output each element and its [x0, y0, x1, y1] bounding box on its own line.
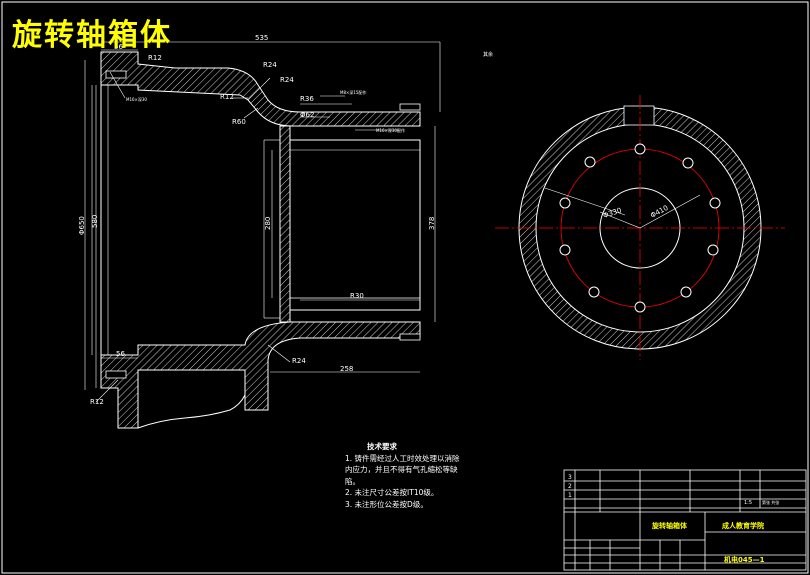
- keyway-notch: [623, 105, 655, 126]
- section-lower-hatch: [100, 321, 421, 429]
- dim-phi62: Φ62: [300, 111, 314, 119]
- dim-280: 280: [264, 217, 272, 230]
- bore-outline: [290, 139, 421, 311]
- bolt-holes: [559, 143, 721, 313]
- section-view: 56 R12 535 R24 R24 R12 R36 R60 Φ62 M8×深1…: [78, 34, 493, 429]
- tech-req-line: 1. 铸件需经过人工时效处理以消除: [345, 453, 460, 463]
- end-view: Φ330 Φ410: [495, 95, 785, 360]
- technical-requirements: 技术要求 1. 铸件需经过人工时效处理以消除 内应力，并且不得有气孔缩松等缺 陷…: [345, 441, 460, 510]
- page-title: 旋转轴箱体: [12, 18, 172, 53]
- dim-580: 580: [91, 215, 99, 228]
- dim-r12-bot: R12: [90, 398, 104, 406]
- title-block-school: 成人教育学院: [722, 521, 764, 530]
- rev-row-1: 1: [568, 492, 572, 499]
- title-block-sheet: 第张 共张: [762, 499, 779, 505]
- dim-r12-mid: R12: [220, 93, 234, 101]
- dim-258: 258: [340, 365, 353, 373]
- right-upper-hole: [399, 103, 421, 111]
- section-upper-hatch: [100, 51, 421, 127]
- upper-flange-hole: [105, 70, 127, 79]
- dim-r24-bot: R24: [292, 357, 306, 365]
- thread-note-2: M16×深30: [126, 96, 147, 102]
- dim-r36: R36: [300, 95, 314, 103]
- dim-650: Φ650: [78, 216, 86, 235]
- tech-req-line: 2. 未注尺寸公差按IT10级。: [345, 488, 439, 497]
- tech-req-line: 内应力，并且不得有气孔缩松等缺: [345, 465, 458, 474]
- rev-row-2: 2: [568, 483, 572, 490]
- dim-535: 535: [255, 34, 268, 42]
- tech-req-line: 陷。: [345, 476, 360, 486]
- dim-r60: R60: [232, 118, 246, 126]
- title-block-drawing-no: 机电045—1: [724, 555, 765, 564]
- dim-r24-b: R24: [280, 76, 294, 84]
- lower-flange-hole: [105, 370, 127, 379]
- dim-56-bot: 56: [116, 350, 125, 358]
- title-block: [563, 469, 807, 571]
- right-lower-hole: [399, 333, 421, 341]
- tech-req-line: 3. 未注形位公差按D级。: [345, 499, 428, 509]
- thread-note-3: M16×深30配作: [376, 127, 405, 133]
- rev-row-3: 3: [568, 474, 572, 481]
- dim-56-top: 56: [114, 43, 123, 51]
- hub-wall-hatch: [279, 125, 291, 323]
- title-block-part-name: 旋转轴箱体: [651, 521, 688, 530]
- dim-r24-top: R24: [263, 61, 277, 69]
- dim-378: 378: [428, 217, 436, 230]
- break-line: [137, 394, 246, 429]
- section-note: 其余: [483, 51, 493, 58]
- tech-req-title: 技术要求: [367, 442, 397, 451]
- thread-note-1: M8×深15配作: [340, 89, 366, 95]
- title-block-scale: 1:5: [744, 500, 752, 506]
- dim-r30: R30: [350, 292, 364, 300]
- dim-r12-top: R12: [148, 54, 162, 62]
